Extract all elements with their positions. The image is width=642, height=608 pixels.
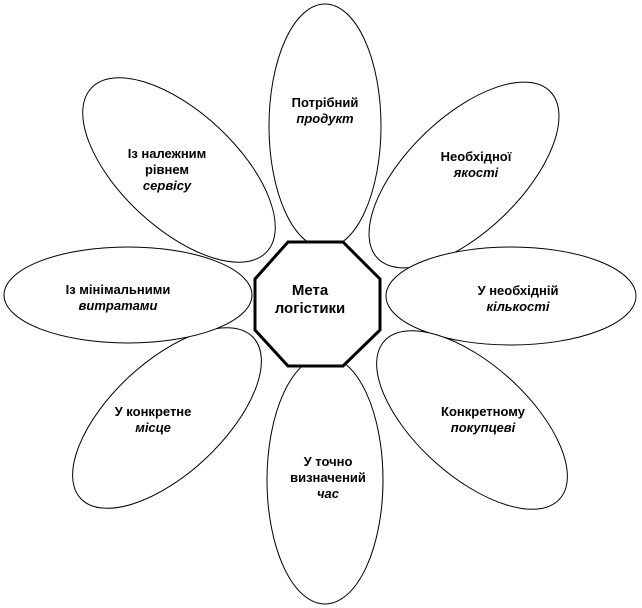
petal-place-shape <box>72 327 262 509</box>
petal-label-line: Із належним <box>127 146 207 161</box>
petal-label-line: У необхідній <box>477 283 559 298</box>
petal-label-customer: Конкретному покупцеві <box>441 404 525 436</box>
petal-label-place: У конкретне місце <box>115 404 192 436</box>
petal-quality-shape <box>368 81 560 269</box>
petal-label-line: продукт <box>296 111 354 126</box>
petal-label-quality: Необхідної якості <box>441 149 512 181</box>
center-octagon-shape <box>253 240 382 368</box>
petal-label-line: визначений <box>290 470 366 485</box>
center-label-line-1: Мета <box>291 282 329 299</box>
petal-label-line: витратами <box>78 298 158 313</box>
petal-label-line: місце <box>135 420 171 435</box>
petal-label-time: У точно визначений час <box>290 454 366 502</box>
petal-label-quantity: У необхідній кількості <box>478 283 559 315</box>
petal-label-line: кількості <box>486 299 550 314</box>
petal-service-shape <box>82 77 276 263</box>
petal-label-line: рівнем <box>144 162 190 177</box>
petal-label-costs: Із мінімальними витратами <box>66 282 171 314</box>
petal-label-line: Потрібний <box>291 95 359 110</box>
petal-label-line: Необхідної <box>440 149 512 164</box>
petal-label-line: У точно <box>303 454 353 469</box>
petal-label-line: сервісу <box>142 178 192 193</box>
petal-label-line: Із мінімальними <box>65 282 171 297</box>
petal-label-line: Конкретному <box>441 404 525 419</box>
petal-customer-shape <box>376 330 568 510</box>
petal-label-service: Із належним рівнем сервісу <box>128 146 207 194</box>
petal-label-line: У конкретне <box>114 404 192 419</box>
petal-label-line: час <box>316 486 340 501</box>
petal-label-product: Потрібний продукт <box>292 95 359 127</box>
petal-costs-shape <box>3 246 253 344</box>
petal-quantity-shape <box>385 246 637 346</box>
petal-label-line: якості <box>453 165 499 180</box>
petal-label-line: покупцеві <box>450 420 516 435</box>
center-label-line-2: логістики <box>274 300 346 317</box>
center-label: Мета логістики <box>275 282 346 318</box>
